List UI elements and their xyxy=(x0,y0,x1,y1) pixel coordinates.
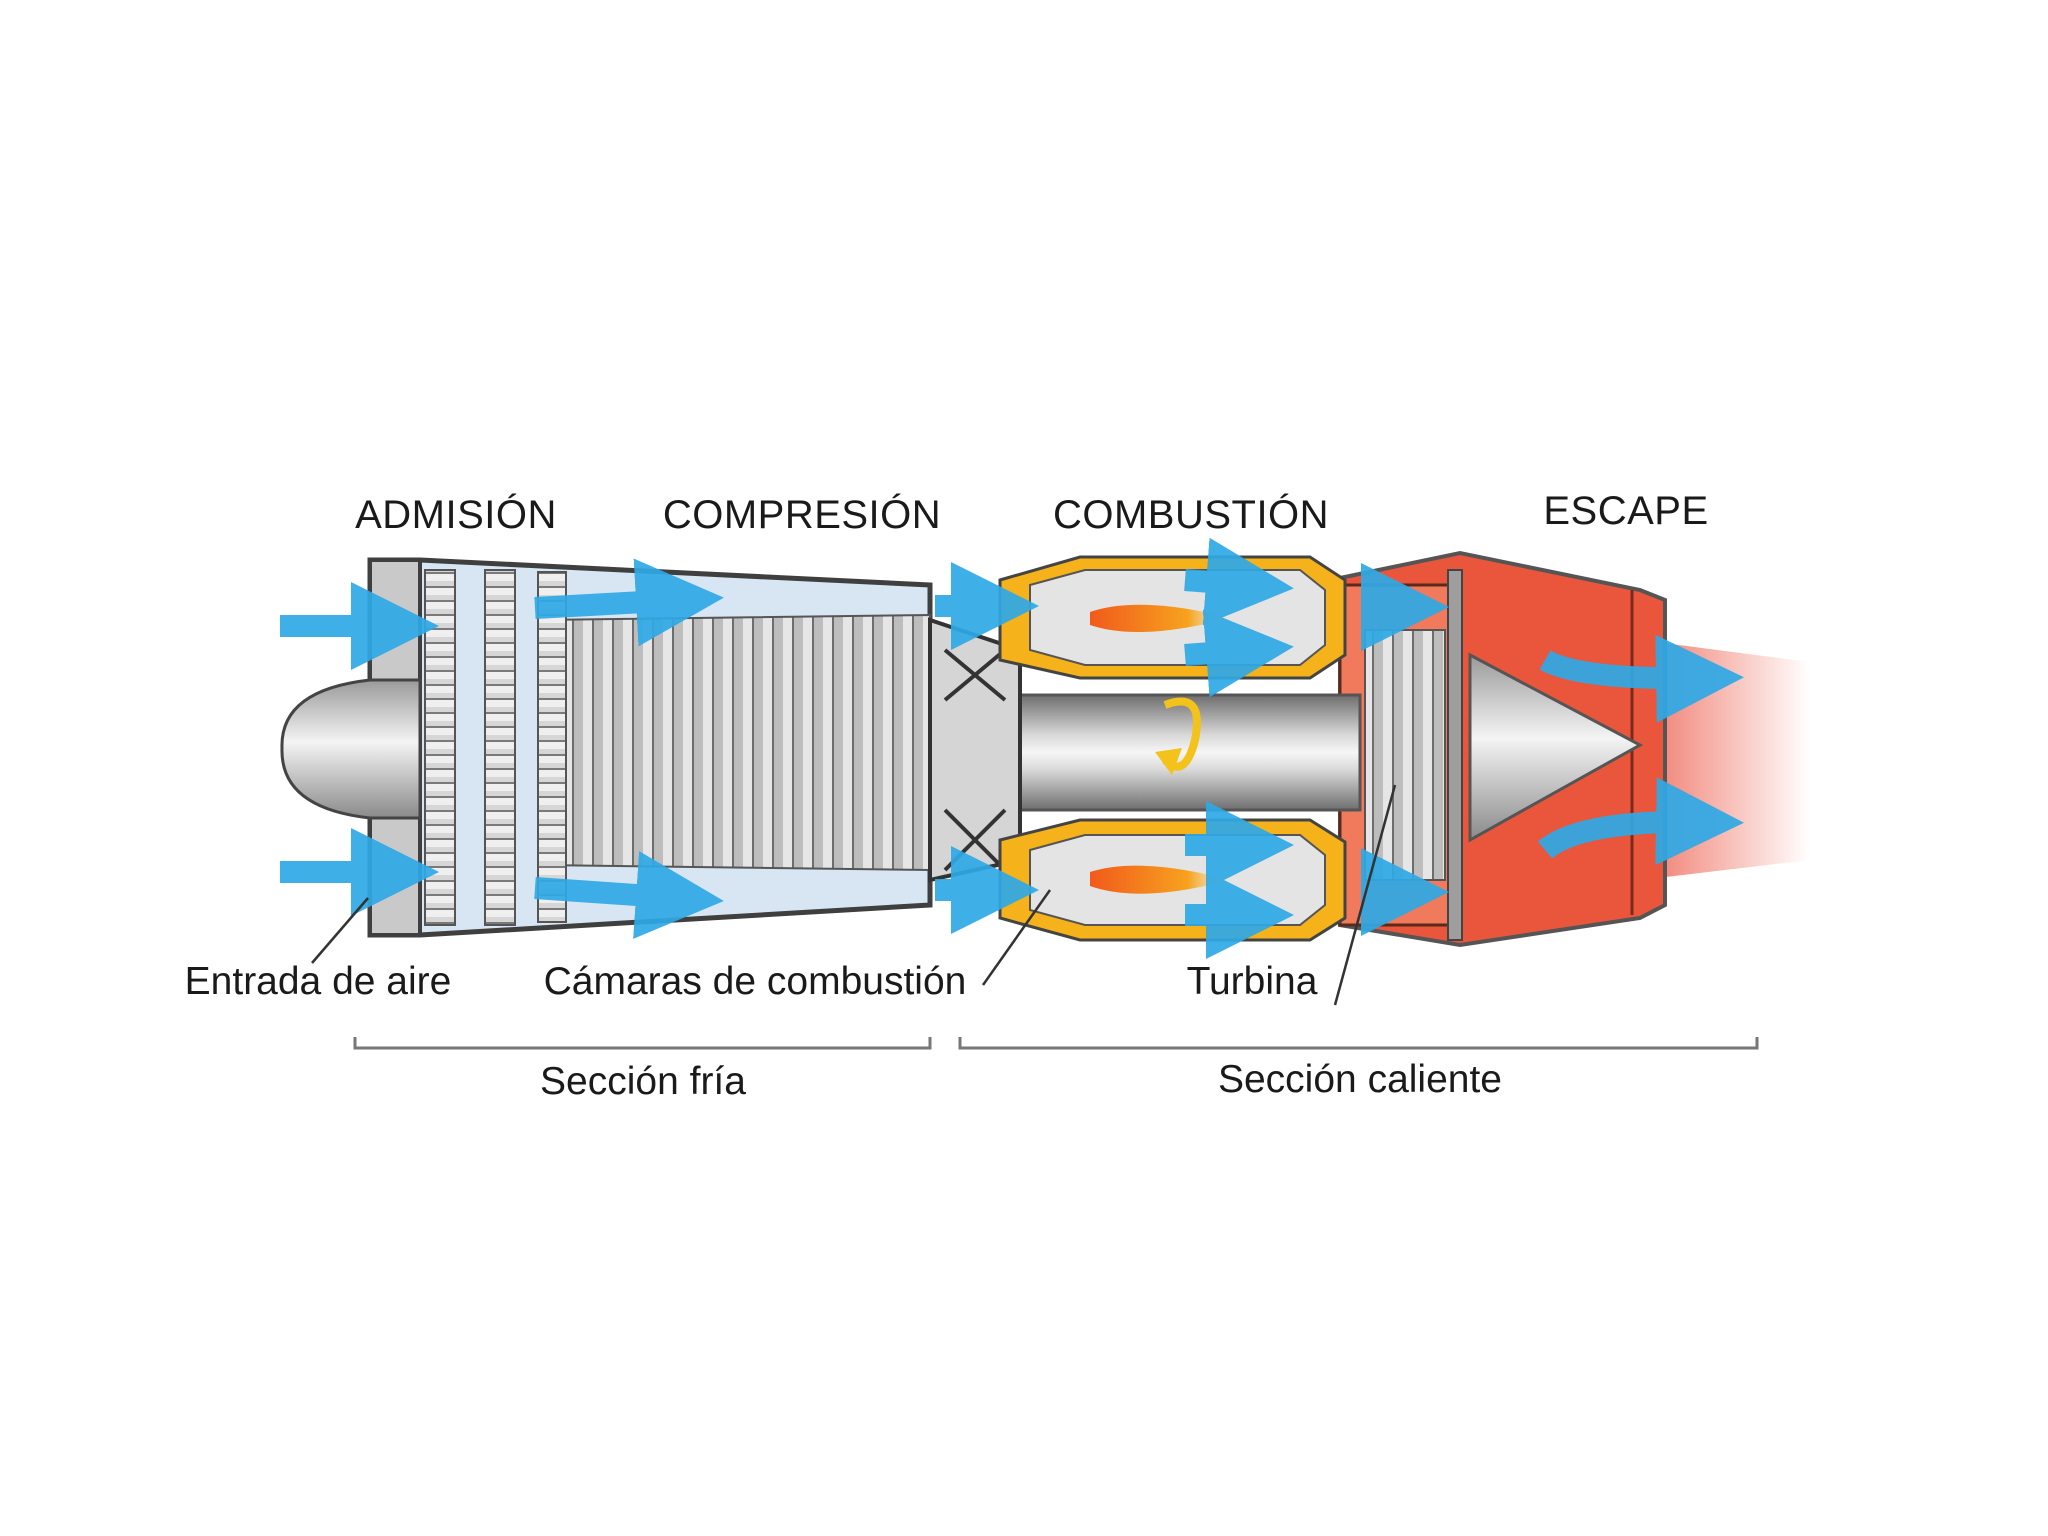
compressor-rotor xyxy=(539,613,931,872)
bracket-seccion-fria xyxy=(353,1037,932,1050)
part-label-turbina: Turbina xyxy=(1187,960,1318,1003)
stage-label-escape: ESCAPE xyxy=(1543,489,1708,533)
rotation-arrowhead-icon xyxy=(1155,748,1182,775)
nose-spinner xyxy=(280,678,422,820)
airflow-arrow-compressor-top xyxy=(534,558,724,647)
leader-line-entrada xyxy=(311,897,369,964)
airflow-arrow-combustor-top-2 xyxy=(1184,609,1294,698)
part-label-entrada-de-aire: Entrada de aire xyxy=(185,960,452,1003)
exhaust-cone xyxy=(1468,652,1644,843)
combustion-chamber-top xyxy=(998,555,1347,680)
part-label-camaras-de-combustion: Cámaras de combustión xyxy=(544,960,967,1003)
stage-label-admision: ADMISIÓN xyxy=(355,492,557,537)
airflow-arrow-exhaust-top xyxy=(1539,634,1744,723)
combustion-chamber-bottom xyxy=(998,818,1347,942)
stage-label-compresion: COMPRESIÓN xyxy=(663,492,941,537)
rotation-arrow-icon xyxy=(1162,697,1201,771)
leader-line-turbina xyxy=(1333,784,1397,1006)
airflow-arrow-compressor-bottom xyxy=(534,851,724,939)
airflow-arrows xyxy=(280,537,1744,959)
support-strut xyxy=(943,648,1007,872)
bracket-seccion-caliente xyxy=(958,1037,1759,1050)
section-label-caliente: Sección caliente xyxy=(1218,1058,1502,1101)
stage-label-combustion: COMBUSTIÓN xyxy=(1053,492,1329,537)
airflow-arrow-exhaust-bottom xyxy=(1537,777,1744,866)
fan-blades xyxy=(424,569,567,926)
section-label-fria: Sección fría xyxy=(540,1060,746,1103)
airflow-arrow-combustor-top-1 xyxy=(1184,537,1294,626)
leader-line-camaras xyxy=(981,889,1052,986)
